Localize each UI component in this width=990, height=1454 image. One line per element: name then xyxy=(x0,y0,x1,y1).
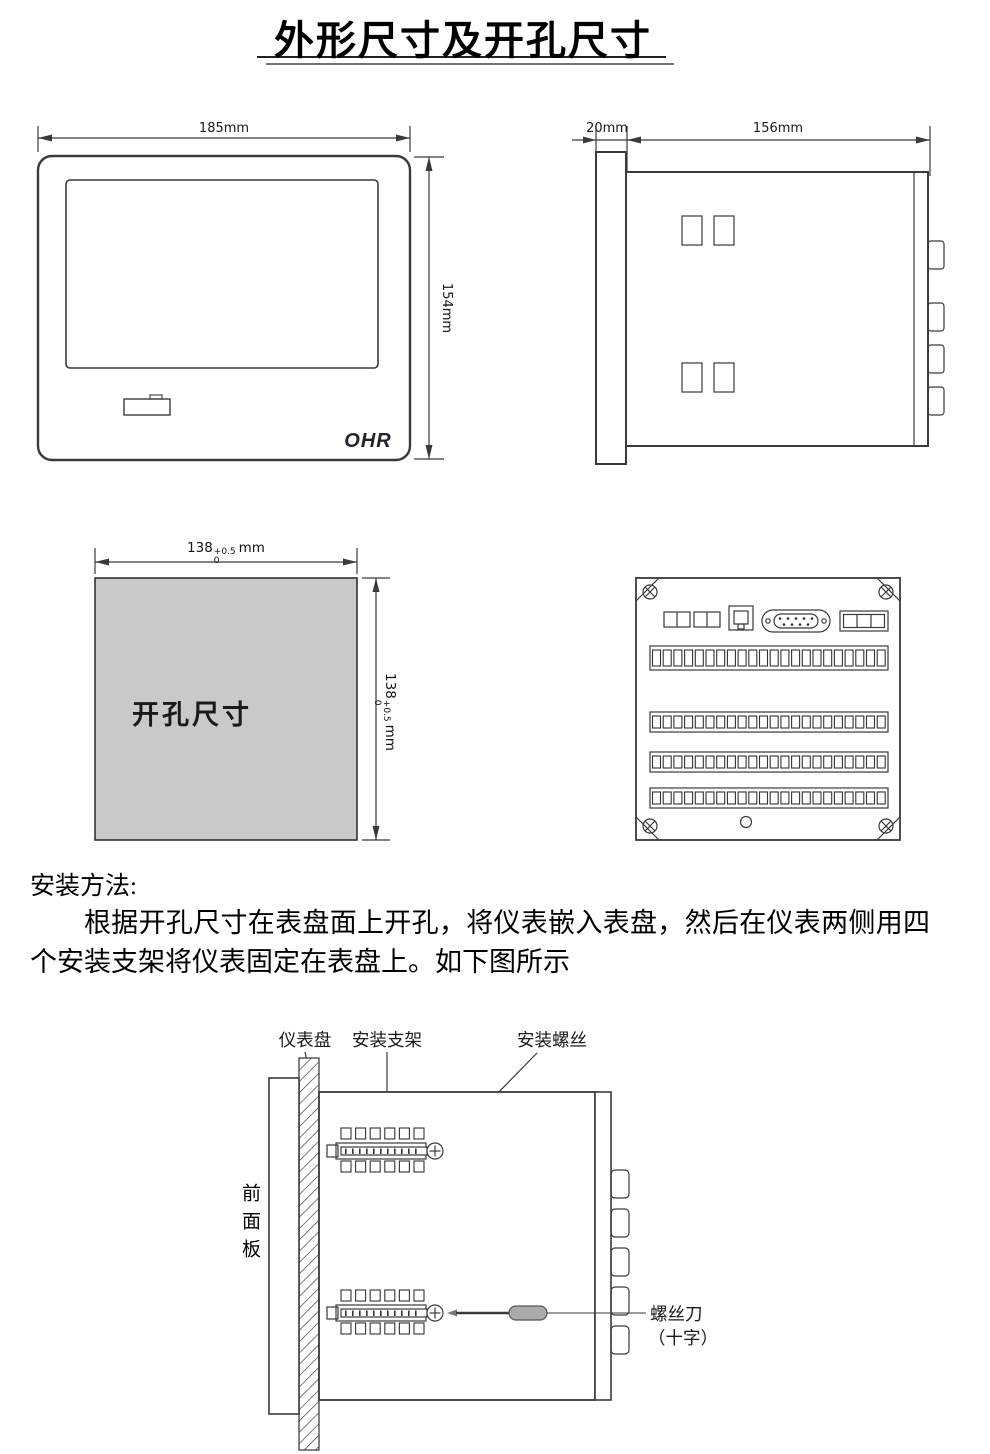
front-height-dim-label: 154mm xyxy=(439,283,454,333)
corner-screw-icon xyxy=(642,584,658,600)
svg-labels: 185mm 154mm OHR 20mm 156mm 开孔尺寸 仪表盘 安装支架… xyxy=(132,121,803,1348)
vent-square xyxy=(681,215,703,246)
rj45-port xyxy=(728,605,754,631)
instrument-body-side xyxy=(625,171,929,447)
side-view xyxy=(572,126,945,465)
rear-panel xyxy=(594,1091,612,1401)
arrow xyxy=(343,558,357,566)
terminal-tab xyxy=(610,1169,630,1199)
arrow xyxy=(627,136,641,144)
bracket-nut xyxy=(326,1144,339,1158)
side-flange-dim-label: 20mm xyxy=(586,121,628,136)
ground-hole xyxy=(739,815,753,829)
install-method-paragraph: 根据开孔尺寸在表盘面上开孔，将仪表嵌入表盘，然后在仪表两侧用四个安装支架将仪表固… xyxy=(30,908,930,977)
arrow xyxy=(425,445,433,459)
terminal-strip-cells xyxy=(651,649,886,667)
vent-square xyxy=(713,215,735,246)
cutout-view xyxy=(94,548,390,841)
arrow xyxy=(916,136,930,144)
small-connector xyxy=(693,611,721,628)
back-panel-view xyxy=(635,577,901,841)
terminal-tab xyxy=(927,240,945,270)
mounting-bracket-top xyxy=(326,1127,444,1173)
front-panel-label: 前面板 xyxy=(239,1183,260,1267)
terminal-strip-cells xyxy=(651,755,886,769)
cutout-square xyxy=(94,577,358,841)
panel-wall-hatched xyxy=(298,1057,320,1451)
front-slot xyxy=(123,398,171,416)
terminal-strip xyxy=(649,751,889,773)
terminal-tab xyxy=(927,344,945,374)
arrow xyxy=(95,558,109,566)
install-diagram xyxy=(268,1051,646,1451)
panel-flange xyxy=(595,151,627,465)
front-width-dim-label: 185mm xyxy=(199,121,249,136)
screwdriver-type-label: （十字） xyxy=(648,1328,718,1348)
install-method-heading: 安装方法: xyxy=(30,873,137,900)
terminal-strip xyxy=(649,711,889,733)
cutout-caption: 开孔尺寸 xyxy=(132,700,252,730)
terminal-tab xyxy=(927,302,945,332)
arrow xyxy=(583,136,596,144)
panel-label: 仪表盘 xyxy=(279,1030,332,1050)
arrow xyxy=(372,826,380,840)
front-bezel xyxy=(268,1077,300,1415)
dim-unit: mm xyxy=(238,540,265,556)
screwdriver-label: 螺丝刀 xyxy=(650,1304,703,1324)
terminal-tab xyxy=(927,386,945,416)
mounting-bracket-bottom xyxy=(326,1289,444,1335)
bracket-nut xyxy=(326,1306,339,1320)
arrow xyxy=(396,134,410,142)
terminal-strip xyxy=(649,645,889,671)
screwdriver-icon xyxy=(447,1305,646,1321)
dim-unit: mm xyxy=(382,724,398,751)
dim-value: 138 xyxy=(187,540,213,556)
arrow xyxy=(38,134,52,142)
front-slot-nub xyxy=(149,394,163,400)
small-connector xyxy=(663,611,691,628)
terminal-tab xyxy=(610,1286,630,1316)
screw-threads xyxy=(345,1148,417,1154)
vent-square xyxy=(713,362,735,393)
instrument-case xyxy=(36,154,412,462)
instrument-screen xyxy=(65,179,379,369)
terminal-strip-cells xyxy=(651,715,886,729)
front-view xyxy=(36,126,444,462)
terminal-tab xyxy=(610,1208,630,1238)
corner-screw-icon xyxy=(642,818,658,834)
terminal-tab xyxy=(610,1247,630,1277)
vent-square xyxy=(681,362,703,393)
db9-connector xyxy=(761,609,831,633)
brand-logo: OHR xyxy=(344,430,391,452)
terminal-tab xyxy=(610,1325,630,1355)
screwdriver-handle xyxy=(508,1305,548,1321)
screw-threads xyxy=(345,1310,417,1316)
corner-screw-icon xyxy=(878,584,894,600)
corner-screw-icon xyxy=(878,818,894,834)
dim-value: 138 xyxy=(382,673,398,699)
screw-label: 安装螺丝 xyxy=(517,1030,587,1050)
back-panel xyxy=(635,577,901,841)
bracket-label: 安装支架 xyxy=(352,1030,422,1050)
screw-shaft xyxy=(340,1146,428,1156)
power-terminal xyxy=(839,610,889,632)
side-depth-dim-label: 156mm xyxy=(753,121,803,136)
page-title: 外形尺寸及开孔尺寸 xyxy=(274,19,652,63)
terminal-strip xyxy=(649,787,889,809)
screw-shaft xyxy=(340,1308,428,1318)
title-underline xyxy=(257,56,674,65)
arrow xyxy=(425,157,433,171)
arrow xyxy=(372,578,380,592)
terminal-strip-cells xyxy=(651,791,886,805)
